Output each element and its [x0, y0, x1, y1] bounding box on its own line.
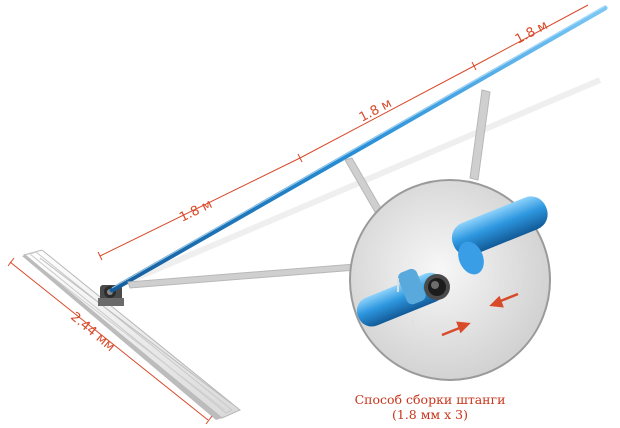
blade-dimension — [7, 257, 213, 425]
pole-dimensions — [97, 4, 589, 261]
dimension-label-1: 1.8 м — [177, 197, 215, 226]
float-blade — [22, 249, 241, 420]
caption-line-1: Способ сборки штанги — [354, 392, 506, 407]
zoom-circle — [349, 179, 551, 381]
pole — [109, 5, 608, 293]
dimension-label-2: 1.8 м — [357, 96, 395, 125]
assembly-arrows — [441, 292, 519, 337]
upper-tube — [451, 196, 548, 275]
caption-line-2: (1.8 мм x 3) — [391, 407, 468, 422]
caption: Способ сборки штанги (1.8 мм x 3) — [330, 392, 530, 422]
lower-tube — [356, 268, 450, 331]
